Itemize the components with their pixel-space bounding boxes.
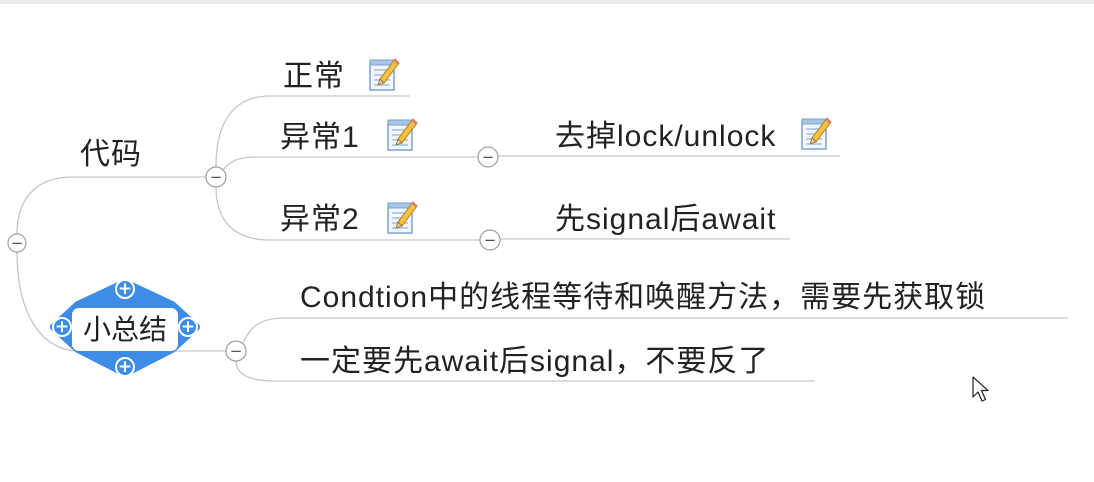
collapse-symbol: −	[210, 168, 223, 186]
notepad-icon[interactable]	[386, 201, 418, 235]
connector-code-normal	[215, 95, 410, 168]
collapse-button-root[interactable]: −	[7, 233, 27, 253]
topic-summary-child2[interactable]: 一定要先await后signal，不要反了	[300, 345, 770, 378]
notepad-icon[interactable]	[800, 117, 832, 151]
topic-summary[interactable]: 小总结	[72, 308, 178, 351]
connector-root-code	[16, 176, 206, 235]
collapse-symbol: −	[484, 231, 497, 249]
plus-icon: +	[118, 357, 132, 377]
connector-summary-child2	[235, 360, 815, 382]
plus-icon: +	[181, 317, 195, 337]
topic-code[interactable]: 代码	[80, 138, 142, 171]
collapse-button-abnormal2[interactable]: −	[479, 229, 501, 251]
plus-icon: +	[118, 279, 132, 299]
canvas-top-edge	[0, 0, 1094, 4]
collapse-button-code[interactable]: −	[205, 166, 227, 188]
add-topic-handle-top[interactable]: +	[115, 279, 135, 299]
collapse-button-abnormal1[interactable]: −	[477, 146, 499, 168]
add-topic-handle-bottom[interactable]: +	[115, 357, 135, 377]
plus-icon: +	[55, 317, 69, 337]
connector-code-abnormal2	[215, 186, 480, 241]
topic-normal[interactable]: 正常	[283, 60, 345, 93]
topic-abnormal2[interactable]: 异常2	[280, 203, 360, 236]
connector-code-abnormal1	[222, 156, 478, 171]
add-topic-handle-right[interactable]: +	[178, 317, 198, 337]
notepad-icon[interactable]	[386, 118, 418, 152]
collapse-symbol: −	[11, 234, 24, 252]
collapse-button-summary[interactable]: −	[225, 340, 247, 362]
collapse-symbol: −	[230, 342, 243, 360]
collapse-symbol: −	[482, 148, 495, 166]
topic-abnormal1[interactable]: 异常1	[280, 121, 360, 154]
notepad-icon[interactable]	[368, 58, 400, 92]
topic-summary-child1[interactable]: Condtion中的线程等待和唤醒方法，需要先获取锁	[300, 281, 987, 314]
topic-abnormal2-child[interactable]: 先signal后await	[555, 203, 777, 236]
connector-summary-child1	[242, 317, 1068, 344]
topic-abnormal1-child[interactable]: 去掉lock/unlock	[555, 120, 777, 153]
add-topic-handle-left[interactable]: +	[52, 317, 72, 337]
mouse-pointer-icon	[972, 376, 989, 402]
